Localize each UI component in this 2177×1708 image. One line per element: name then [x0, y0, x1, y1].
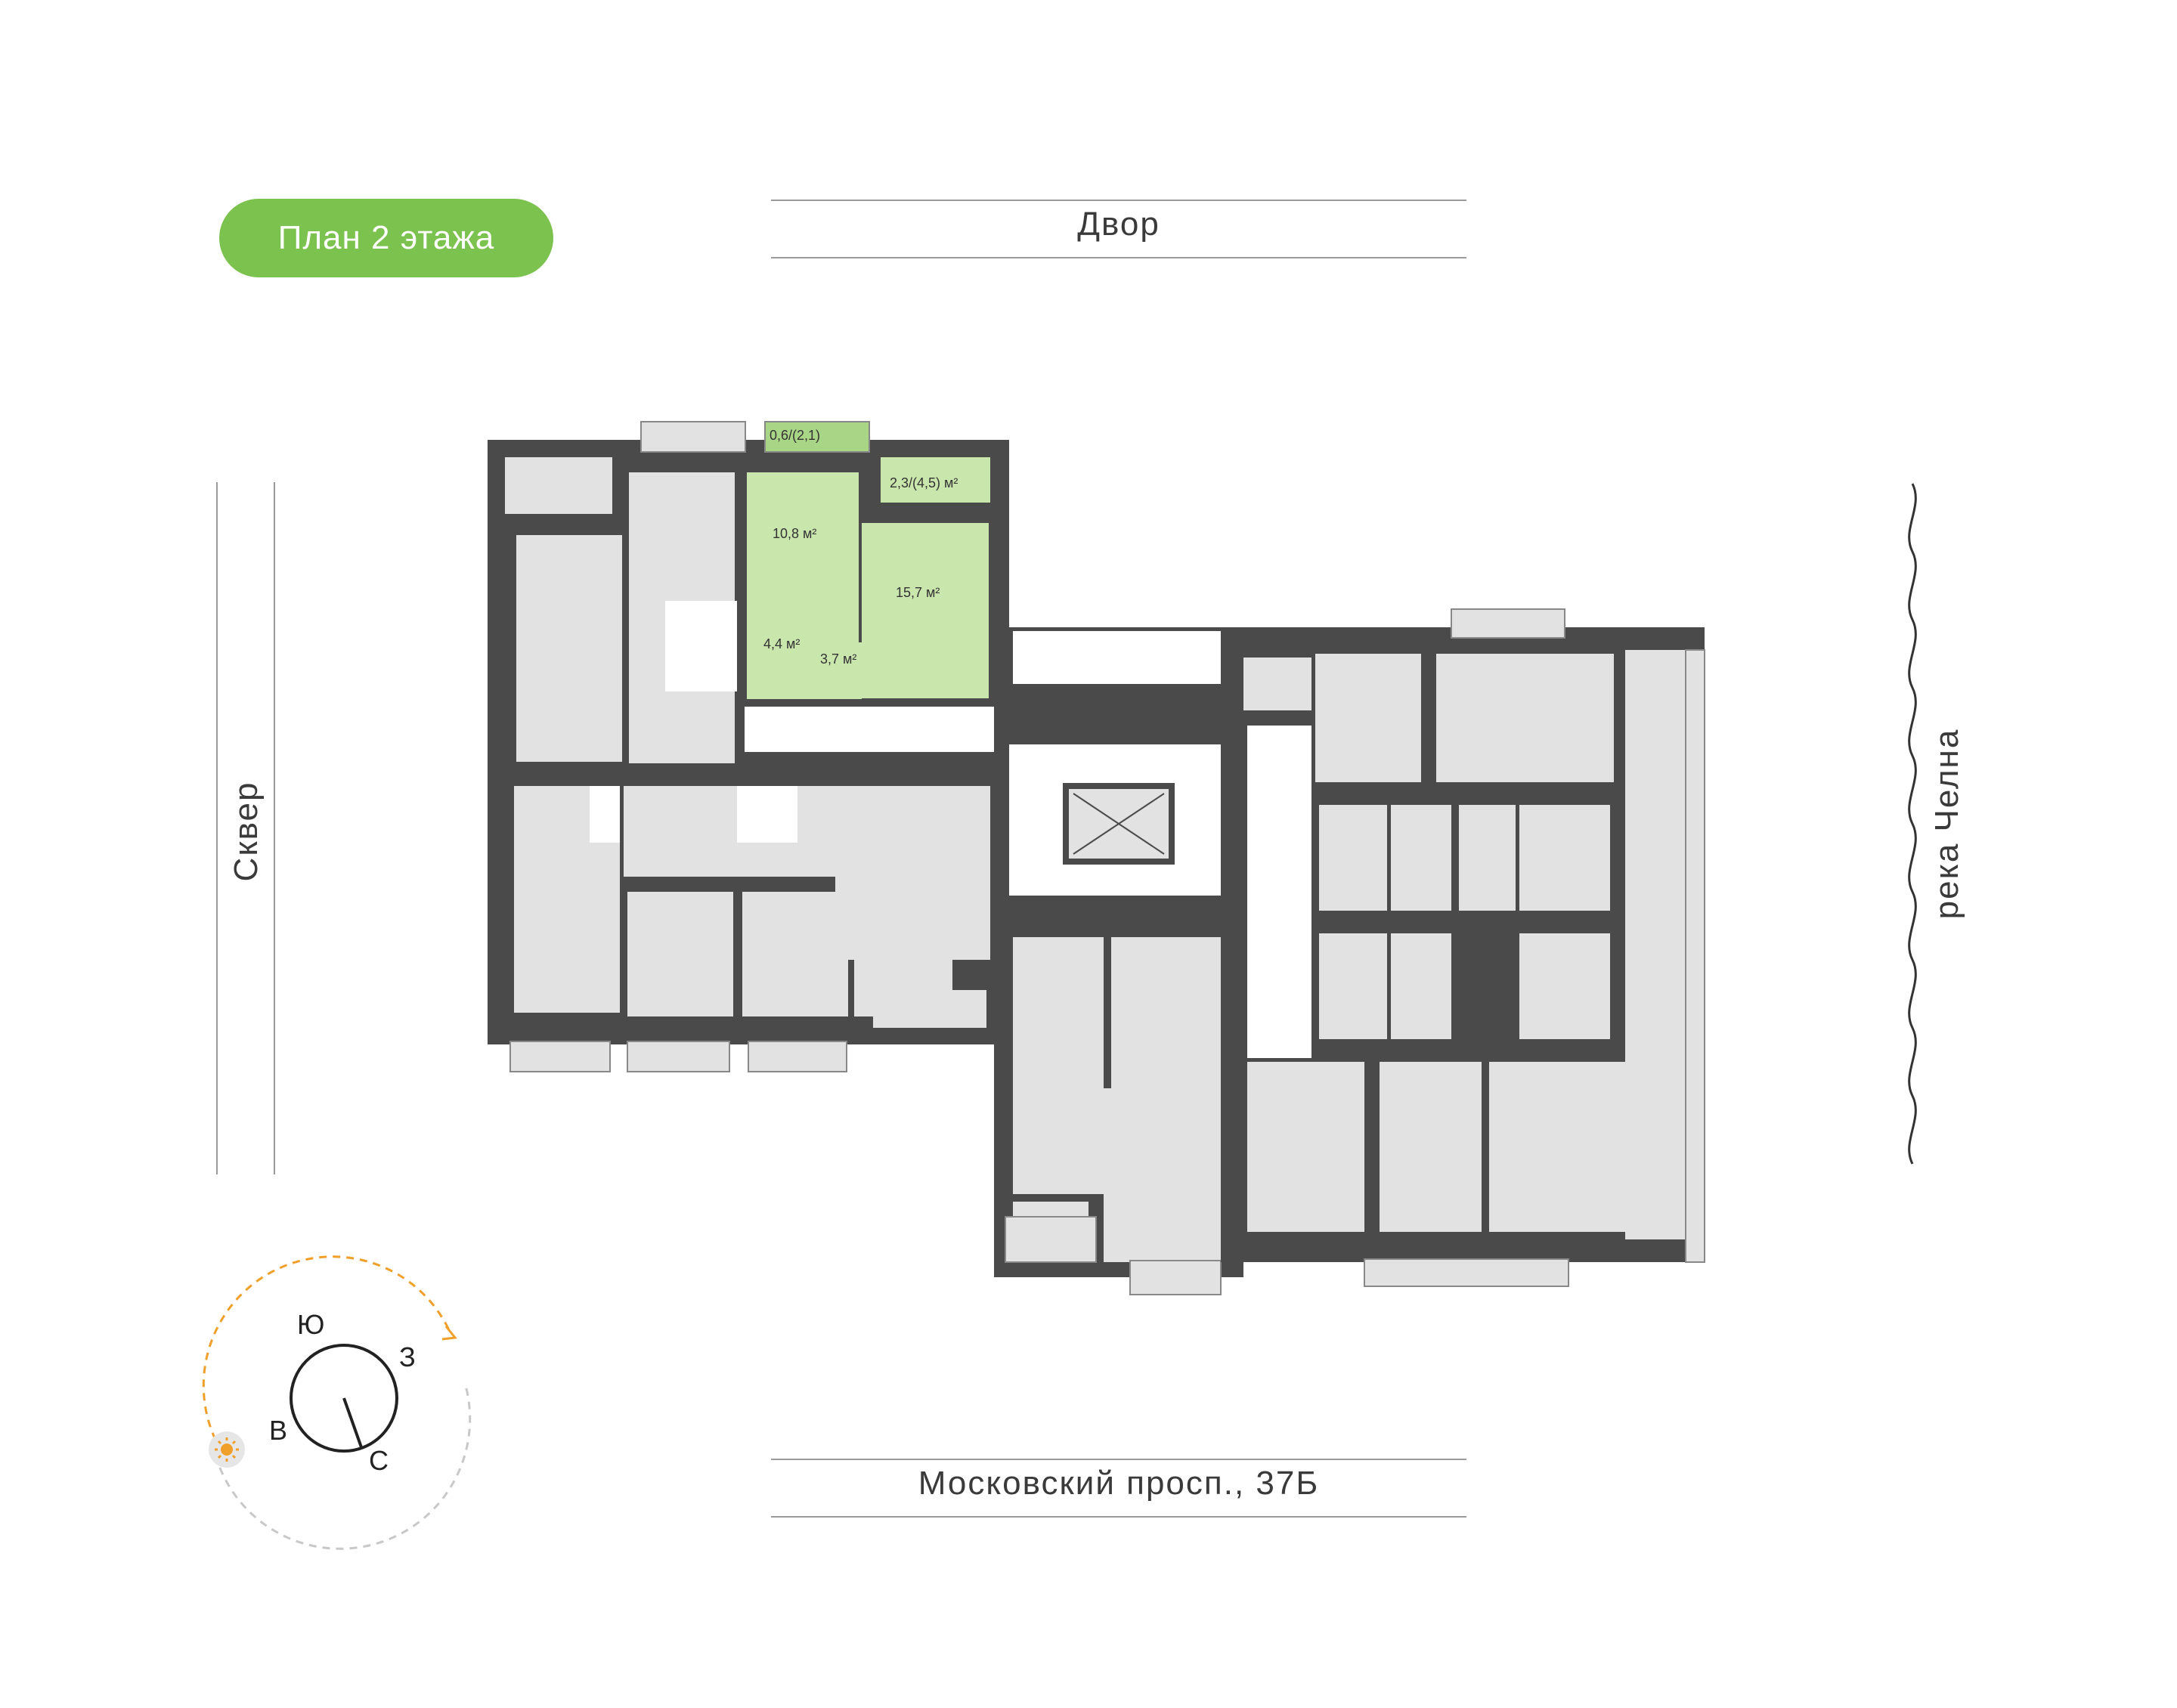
bottom-street-line-lower	[771, 1516, 1466, 1518]
compass-south: Ю	[297, 1309, 324, 1340]
right-street-label: река Челна	[1928, 729, 1965, 920]
top-street-line-upper	[771, 200, 1466, 201]
left-street-line-inner	[274, 482, 275, 1174]
area-loggia: 0,6/(2,1)	[770, 428, 820, 443]
top-street-line-lower	[771, 257, 1466, 258]
compass: Ю З В С	[202, 1255, 472, 1550]
compass-east: В	[269, 1415, 287, 1446]
compass-sun-arc	[202, 1255, 451, 1440]
left-wing	[488, 440, 1009, 1044]
compass-west: З	[399, 1341, 416, 1372]
left-street-line-outer	[216, 482, 218, 1174]
compass-north: С	[369, 1445, 389, 1476]
right-wing	[1221, 627, 1705, 1262]
floor-badge-label: План 2 этажа	[277, 219, 495, 256]
left-street-label: Сквер	[228, 781, 265, 882]
area-room-1: 10,8 м²	[773, 526, 816, 541]
area-balcony: 2,3/(4,5) м²	[890, 475, 958, 490]
bottom-street-line-upper	[771, 1459, 1466, 1460]
top-street-label: Двор	[1077, 206, 1160, 243]
floor-badge: План 2 этажа	[219, 199, 553, 277]
river-wave-line	[1908, 483, 1917, 1165]
compass-shadow-arc	[214, 1382, 472, 1550]
area-room-2: 15,7 м²	[896, 585, 940, 600]
sun-icon	[209, 1431, 245, 1468]
bottom-street-label: Московский просп., 37Б	[918, 1465, 1320, 1502]
area-hall: 3,7 м²	[820, 651, 856, 667]
area-bathroom: 4,4 м²	[763, 636, 800, 651]
central-core	[994, 627, 1243, 1277]
